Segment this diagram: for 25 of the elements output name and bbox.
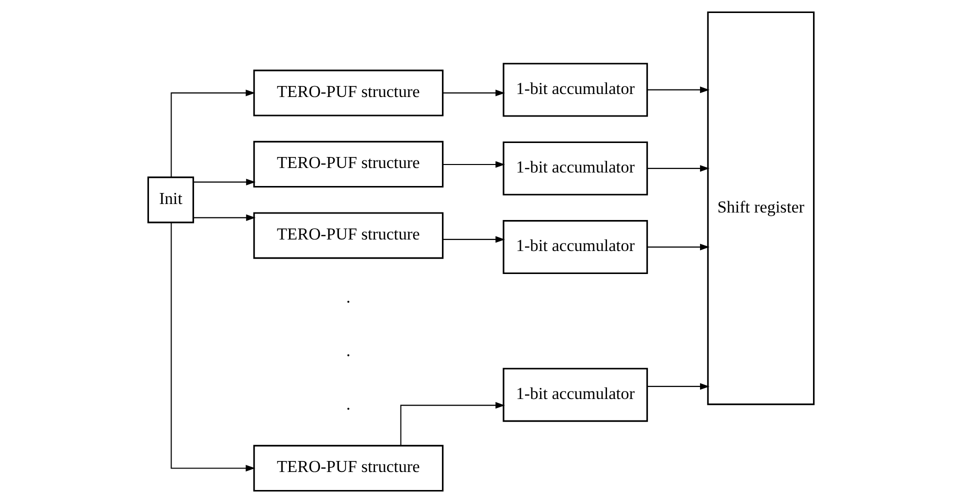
arrow [442,236,504,243]
node-box: 1-bit accumulator [502,368,648,422]
node-box: TERO-PUF structure [252,140,444,188]
arrow [646,383,709,390]
arrow [170,90,255,178]
node-box: 1-bit accumulator [502,141,648,196]
arrow [646,86,709,94]
label: . [346,287,350,306]
node-box: TERO-PUF structure [252,212,444,259]
node-box: 1-bit accumulator [502,220,648,274]
arrow [193,214,256,221]
label: . [346,340,350,360]
node-box: Shift register [706,11,814,406]
arrow [442,161,504,168]
arrow [170,222,255,472]
node-box: TERO-PUF structure [252,444,444,492]
arrow [400,402,504,446]
node-box: TERO-PUF structure [252,70,444,116]
arrow [646,244,709,250]
arrow [646,165,709,172]
node-box: Init [146,176,194,224]
arrow [442,90,504,96]
label: . [346,394,350,414]
arrow [193,178,256,186]
node-box: 1-bit accumulator [502,62,648,117]
